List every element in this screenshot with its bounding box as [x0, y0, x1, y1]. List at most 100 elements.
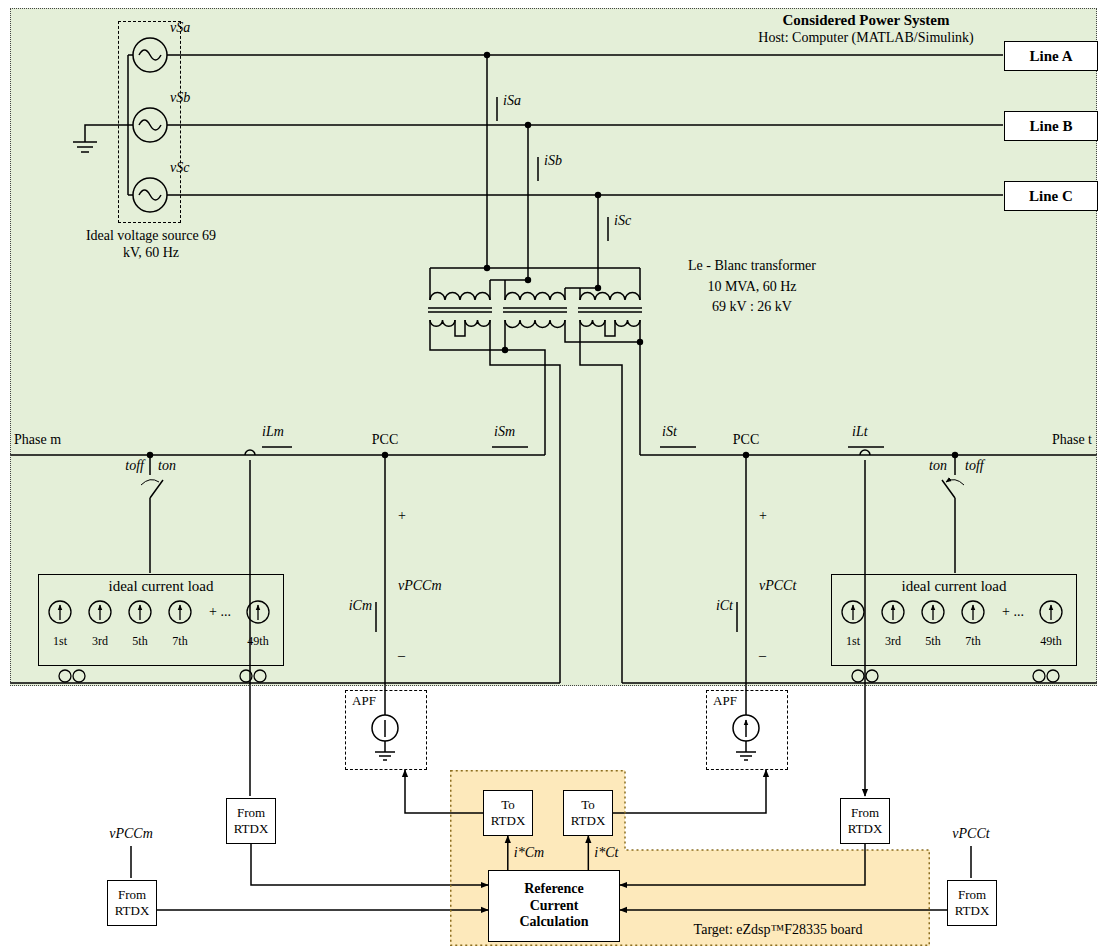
wire: [375, 741, 756, 760]
signal-label: + ...: [991, 604, 1035, 621]
signal-label: 3rd: [877, 634, 909, 648]
source-arrow: [1050, 605, 1051, 620]
host-region-fill: [10, 8, 1097, 686]
apf-box: APF: [345, 690, 427, 770]
current-source: [882, 601, 904, 623]
transformer-winding: [430, 293, 490, 300]
node-text: Line C: [1029, 187, 1073, 205]
node-text: From RTDX: [112, 887, 152, 918]
signal-label: 69 kV : 26 kV: [652, 299, 852, 316]
signal-label: vSc: [170, 160, 206, 177]
signal-label: –: [759, 648, 773, 665]
current-source: [169, 601, 191, 623]
symbol-circle: [502, 347, 508, 353]
source-arrow: [139, 605, 140, 620]
current-source: [1040, 601, 1062, 623]
symbol-circle: [382, 452, 388, 458]
signal-label: iSc: [614, 213, 648, 230]
transformer-winding: [505, 293, 565, 300]
node-text: Target: eZdsp™F28335 board: [630, 922, 926, 939]
signal-label: toff: [965, 458, 999, 475]
transformer-winding: [580, 320, 605, 326]
region-outline-path: [451, 771, 930, 946]
source-arrow: [179, 605, 180, 620]
wire: [150, 455, 955, 573]
source-arrow: [932, 605, 933, 620]
signal-connector: [157, 909, 488, 911]
wire: [139, 50, 161, 200]
signal-label: 5th: [124, 634, 156, 648]
signal-label: PCC: [728, 432, 764, 449]
signal-label: vSb: [170, 90, 206, 107]
node-text: From RTDX: [845, 805, 885, 836]
voltage-source-box: Ideal voltage source 69 kV, 60 Hz: [118, 21, 181, 223]
symbol-circle: [147, 452, 153, 458]
signal-label: +: [759, 508, 773, 525]
wire: [167, 55, 1003, 195]
signal-label: vPCCt: [759, 578, 819, 595]
signal-connector: [620, 909, 947, 911]
node-text: Host: Computer (MATLAB/Simulink): [691, 30, 1041, 47]
transformer-winding: [505, 320, 565, 328]
transformer-winding: [580, 293, 640, 300]
signal-label: 7th: [957, 634, 989, 648]
symbol-circle: [743, 452, 749, 458]
source-arrow: [257, 605, 258, 620]
signal-label: iSb: [544, 153, 578, 170]
symbol-circle: [525, 277, 531, 283]
rtdx-block: From RTDX: [840, 798, 890, 844]
source-arrow: [972, 605, 973, 620]
wheel: [254, 670, 266, 682]
wire: [385, 720, 746, 737]
symbol-circle: [952, 452, 958, 458]
rtdx-block: From RTDX: [226, 798, 276, 844]
junction-dots: [147, 52, 958, 458]
process-box: Reference Current Calculation: [488, 870, 620, 942]
system-region: Considered Power SystemHost: Computer (M…: [10, 8, 1097, 686]
node-text: Line A: [1030, 47, 1073, 65]
signal-label: vSa: [170, 20, 206, 37]
source-arrow: [852, 605, 853, 620]
current-source: [922, 601, 944, 623]
signal-label: iSa: [503, 93, 537, 110]
current-source: [247, 601, 269, 623]
signal-label: –: [398, 648, 412, 665]
signal-connector: [507, 836, 509, 870]
signal-label: Phase t: [1010, 432, 1092, 449]
wheel: [1033, 670, 1045, 682]
edge-label: i*Cm: [513, 845, 545, 862]
transformer-winding: [430, 320, 455, 326]
wheel: [240, 670, 252, 682]
current-source: [49, 601, 71, 623]
rtdx-block: To RTDX: [483, 790, 533, 836]
wire: [385, 455, 746, 715]
signal-label: vPCCm: [106, 826, 156, 843]
source-arrow: [59, 605, 60, 620]
signal-label: 1st: [837, 634, 869, 648]
wire: [245, 450, 870, 455]
line-box: Line A: [1004, 41, 1098, 71]
symbol-circle: [637, 339, 643, 345]
symbol-circle: [525, 122, 531, 128]
node-text: ideal current load: [109, 577, 214, 595]
node-text: From RTDX: [231, 805, 271, 836]
signal-label: ton: [913, 458, 947, 475]
node-text: Considered Power System: [691, 11, 1041, 29]
wheel: [73, 670, 85, 682]
signal-label: iLt: [852, 424, 886, 441]
node-text: To RTDX: [488, 797, 528, 828]
wheel: [59, 670, 71, 682]
apf-box: APF: [706, 690, 788, 770]
signal-label: iLm: [262, 424, 296, 441]
wiring: [10, 38, 1097, 878]
signal-connector: [251, 844, 488, 885]
signal-label: 49th: [1035, 634, 1067, 648]
wire: [430, 320, 640, 683]
wheel: [852, 670, 864, 682]
target-region-fill: [450, 770, 930, 946]
wire: [428, 308, 642, 312]
wheel: [866, 670, 878, 682]
signal-label: 1st: [44, 634, 76, 648]
node-text: Ideal voltage source 69 kV, 60 Hz: [85, 228, 217, 262]
signal-label: 5th: [917, 634, 949, 648]
